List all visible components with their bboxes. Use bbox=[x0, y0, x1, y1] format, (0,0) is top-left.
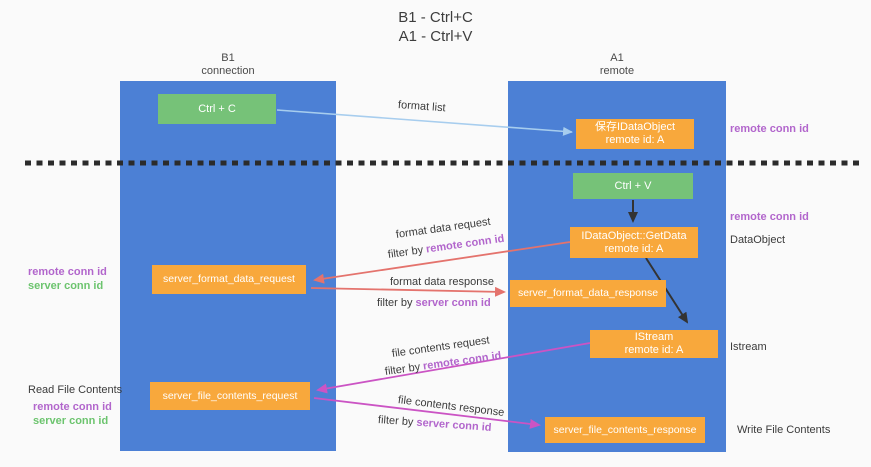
format-data-response-arrow bbox=[310, 286, 506, 297]
format-data-response-label: format data response bbox=[390, 276, 494, 288]
istream-line2: remote id: A bbox=[624, 344, 684, 356]
format-list-arrow bbox=[276, 109, 573, 136]
getdata-line1: IDataObject::GetData bbox=[581, 229, 687, 242]
server-format-data-response-box: server_format_data_response bbox=[510, 280, 666, 307]
server-format-data-response-label: server_format_data_response bbox=[517, 287, 659, 299]
left-column-header: B1 connection bbox=[120, 52, 336, 78]
left-server-conn-id-annotation-top: server conn id bbox=[28, 280, 104, 292]
format-data-request-arrow bbox=[313, 241, 571, 284]
right-column-role: remote bbox=[599, 65, 635, 77]
istream-box: IStream remote id: A bbox=[590, 330, 718, 358]
left-column-role: connection bbox=[201, 65, 255, 77]
server-format-data-request-label: server_format_data_request bbox=[163, 273, 295, 285]
server-format-data-request-box: server_format_data_request bbox=[152, 265, 306, 294]
server-conn-id-value: server conn id bbox=[415, 297, 491, 309]
diagram-title: B1 - Ctrl+C A1 - Ctrl+V bbox=[0, 8, 871, 46]
server-file-contents-response-box: server_file_contents_response bbox=[545, 417, 705, 443]
getdata-to-istream-arrow bbox=[645, 257, 689, 324]
filter-by-text: filter by bbox=[377, 297, 416, 309]
save-dataobject-box: 保存IDataObject remote id: A bbox=[576, 119, 694, 149]
istream-line1: IStream bbox=[634, 331, 674, 343]
read-file-contents-annotation: Read File Contents bbox=[28, 384, 123, 396]
ctrl-c-box: Ctrl + C bbox=[158, 94, 276, 124]
remote-conn-id-annotation-top: remote conn id bbox=[730, 123, 809, 135]
write-file-contents-annotation: Write File Contents bbox=[737, 424, 831, 436]
server-file-contents-request-box: server_file_contents_request bbox=[150, 382, 310, 410]
left-remote-conn-id-annotation-bottom: remote conn id bbox=[33, 401, 112, 413]
server-file-contents-response-label: server_file_contents_response bbox=[553, 423, 697, 436]
save-dataobject-line1: 保存IDataObject bbox=[594, 121, 676, 133]
server-file-contents-request-label: server_file_contents_request bbox=[162, 389, 298, 402]
format-data-response-filter-label: filter by server conn id bbox=[377, 297, 491, 309]
getdata-box: IDataObject::GetData remote id: A bbox=[570, 227, 698, 258]
getdata-line2: remote id: A bbox=[604, 242, 664, 255]
left-column-name: B1 bbox=[221, 52, 235, 64]
ctrl-v-box: Ctrl + V bbox=[573, 173, 693, 199]
left-remote-conn-id-annotation-top: remote conn id bbox=[28, 266, 107, 278]
title-line-2: A1 - Ctrl+V bbox=[398, 28, 473, 45]
save-dataobject-line2: remote id: A bbox=[605, 134, 665, 146]
right-column-header: A1 remote bbox=[508, 52, 726, 78]
remote-conn-id-annotation-mid: remote conn id bbox=[730, 211, 809, 223]
file-contents-request-arrow bbox=[316, 342, 591, 394]
file-contents-response-arrow bbox=[313, 397, 541, 429]
left-server-conn-id-annotation-bottom: server conn id bbox=[33, 415, 109, 427]
dataobject-annotation: DataObject bbox=[730, 234, 786, 246]
istream-annotation: Istream bbox=[730, 341, 767, 353]
ctrl-v-label: Ctrl + V bbox=[614, 179, 652, 192]
title-line-1: B1 - Ctrl+C bbox=[398, 9, 473, 26]
ctrl-c-label: Ctrl + C bbox=[198, 102, 236, 115]
right-column-name: A1 bbox=[610, 52, 624, 64]
